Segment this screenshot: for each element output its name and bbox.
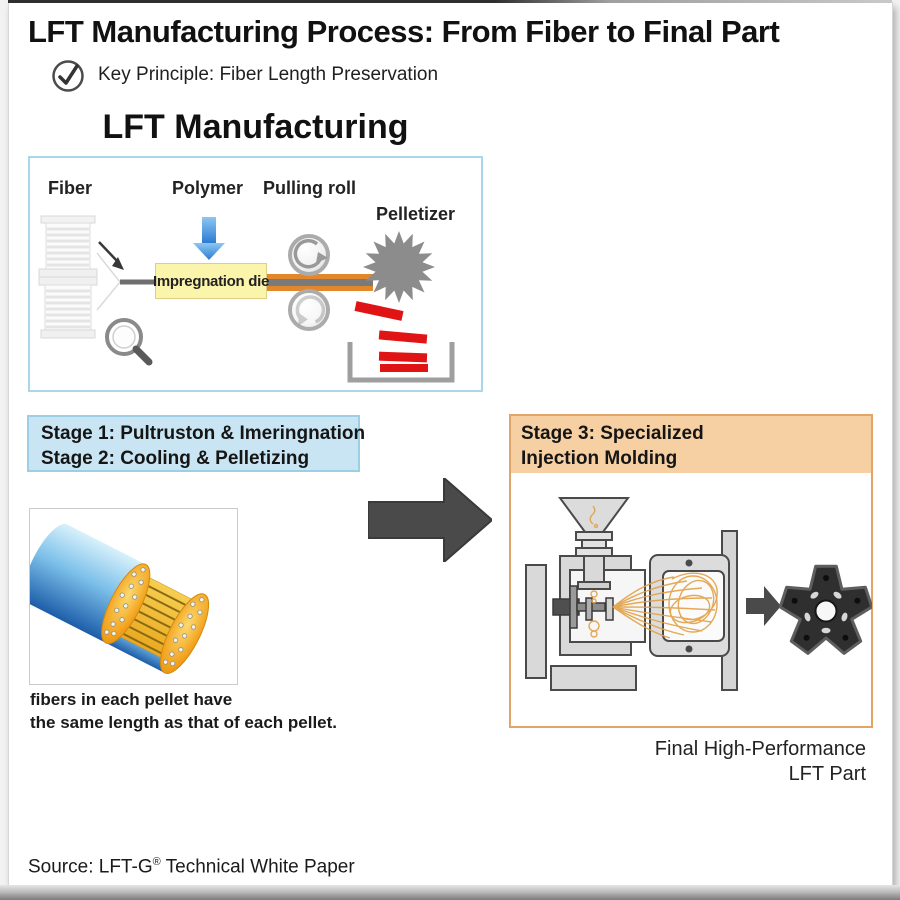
source-suffix: Technical White Paper bbox=[160, 856, 355, 878]
pellet-caption-line2: the same length as that of each pellet. bbox=[30, 713, 338, 732]
pellet-image-panel bbox=[29, 508, 238, 685]
source-attribution: Source: LFT-G® Technical White Paper bbox=[28, 856, 355, 878]
pellet-caption-line1: fibers in each pellet have bbox=[30, 690, 233, 709]
process-heading: LFT Manufacturing bbox=[102, 108, 409, 146]
pelletizer-label: Pelletizer bbox=[376, 204, 456, 224]
fiber-flow-strands bbox=[588, 505, 718, 639]
check-circle-icon bbox=[52, 60, 84, 92]
stage2-label: Stage 2: Cooling & Pelletizing bbox=[41, 448, 310, 469]
pelletizer-cutter-icon bbox=[363, 231, 435, 303]
key-principle-label: Key Principle: Fiber Length Preservation bbox=[98, 64, 439, 85]
fiber-feed-arrow-icon bbox=[98, 241, 124, 270]
part-output-arrow-icon bbox=[746, 586, 781, 626]
polymer-down-arrow-icon bbox=[193, 217, 225, 260]
pulling-roll-label: Pulling roll bbox=[263, 178, 356, 198]
red-pellets bbox=[354, 301, 428, 372]
bottom-shadow-band bbox=[0, 885, 900, 900]
stage-1-2-panel: Stage 1: Pultruston & Imeringnation Stag… bbox=[27, 415, 366, 472]
process-diagram-panel: Fiber Polymer Pulling roll Pelletizer Im… bbox=[28, 156, 483, 392]
flow-right-arrow-icon bbox=[368, 478, 492, 562]
polymer-label: Polymer bbox=[172, 178, 244, 198]
process-diagram-graphics bbox=[38, 215, 455, 383]
stage3-label-line1: Stage 3: Specialized bbox=[521, 423, 704, 444]
pellet-cylinder-illustration bbox=[30, 523, 210, 674]
impregnation-die-label: Impregnation die bbox=[152, 272, 270, 290]
stage3-header: Stage 3: Specialized Injection Molding bbox=[511, 416, 871, 473]
stage3-label-line2: Injection Molding bbox=[521, 448, 678, 469]
pellet-container-icon bbox=[347, 342, 455, 383]
stage1-label: Stage 1: Pultruston & Imeringnation bbox=[41, 423, 366, 444]
pulling-roll-top-icon bbox=[288, 234, 330, 276]
final-part-line2: LFT Part bbox=[788, 763, 866, 785]
final-part-caption: Final High-Performance LFT Part bbox=[509, 737, 866, 787]
magnifier-icon bbox=[105, 318, 153, 366]
key-principle-row: Key Principle: Fiber Length Preservation bbox=[50, 56, 438, 94]
pellet-caption: fibers in each pellet have the same leng… bbox=[30, 688, 360, 734]
registered-mark: ® bbox=[152, 856, 161, 868]
top-border-line bbox=[8, 0, 892, 3]
molded-gear-part-icon bbox=[778, 564, 872, 655]
fiber-label: Fiber bbox=[48, 178, 93, 198]
stage-3-panel: Stage 3: Specialized Injection Molding bbox=[509, 414, 873, 728]
pulling-roll-bottom-icon bbox=[288, 289, 330, 331]
source-prefix: Source: LFT-G bbox=[28, 856, 153, 878]
fiber-guide-lines bbox=[96, 252, 156, 311]
page-title: LFT Manufacturing Process: From Fiber to… bbox=[28, 14, 780, 49]
final-part-line1: Final High-Performance bbox=[654, 738, 866, 760]
impregnated-strand bbox=[267, 274, 373, 291]
impregnation-die-box: Impregnation die bbox=[152, 263, 270, 299]
fiber-spool-icon bbox=[38, 215, 98, 339]
injection-molding-machine-icon bbox=[525, 497, 872, 691]
